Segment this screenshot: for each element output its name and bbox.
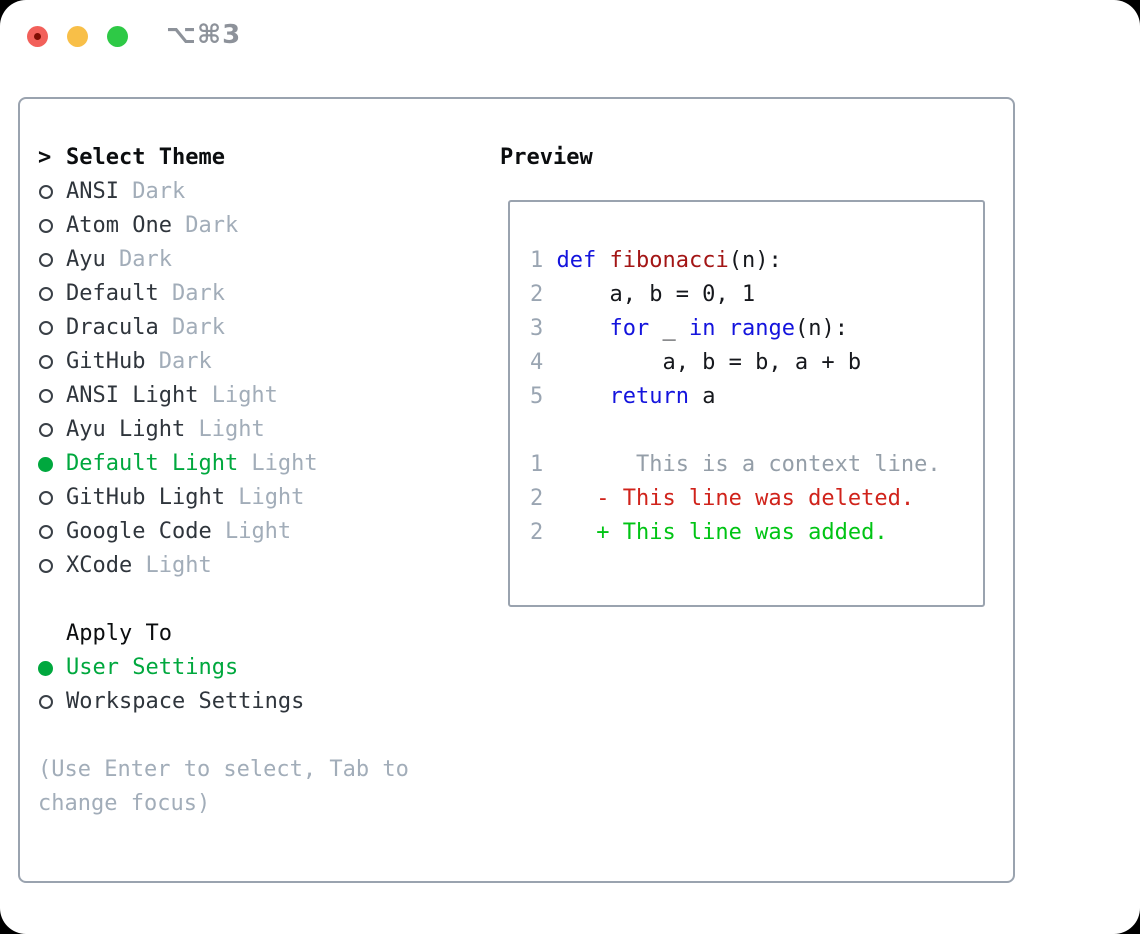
radio-unselected-icon[interactable] [39, 355, 53, 369]
theme-variant: Light [132, 553, 212, 578]
theme-variant: Dark [105, 247, 172, 272]
radio-selected-icon[interactable] [38, 456, 53, 472]
close-button[interactable] [27, 26, 48, 47]
preview-title: Preview [500, 145, 593, 170]
traffic-lights [27, 26, 128, 47]
apply-to-header-row: Apply To [38, 617, 478, 651]
theme-option-xcode[interactable]: XCode Light [38, 549, 478, 583]
theme-option-ayu[interactable]: Ayu Dark [38, 243, 478, 277]
theme-name: GitHub [66, 349, 146, 374]
spacer-row [38, 719, 478, 753]
window-title: ⌥⌘3 [166, 20, 242, 50]
theme-option-default[interactable]: Default Dark [38, 277, 478, 311]
code-line: 5 return a [530, 380, 983, 414]
line-number: 3 [530, 316, 544, 341]
theme-variant: Dark [118, 179, 186, 204]
theme-name: Default Light [66, 451, 239, 476]
theme-name: Dracula [66, 315, 159, 340]
theme-name: ANSI Light [66, 383, 199, 408]
apply-option-workspace-settings[interactable]: Workspace Settings [38, 685, 478, 719]
theme-option-default-light[interactable]: Default Light Light [38, 447, 478, 481]
line-number: 4 [530, 350, 544, 375]
theme-option-dracula[interactable]: Dracula Dark [38, 311, 478, 345]
code-line: 3 for _ in range(n): [530, 312, 983, 346]
radio-unselected-icon[interactable] [39, 389, 53, 403]
minimize-button[interactable] [67, 26, 88, 47]
theme-variant: Light [198, 383, 278, 408]
spacer-row [38, 583, 478, 617]
radio-unselected-icon[interactable] [39, 287, 53, 301]
theme-variant: Dark [158, 315, 225, 340]
theme-name: ANSI [66, 179, 119, 204]
radio-unselected-icon[interactable] [39, 423, 53, 437]
theme-variant: Dark [171, 213, 239, 238]
theme-option-github[interactable]: GitHub Dark [38, 345, 478, 379]
line-number: 2 [530, 486, 544, 511]
theme-variant: Light [224, 485, 305, 510]
theme-variant: Light [238, 451, 318, 476]
zoom-button[interactable] [107, 26, 128, 47]
apply-option-user-settings[interactable]: User Settings [38, 651, 478, 685]
radio-unselected-icon[interactable] [39, 253, 53, 267]
radio-selected-icon[interactable] [38, 660, 53, 676]
code-line: 2 a, b = 0, 1 [530, 278, 983, 312]
theme-variant: Light [211, 519, 292, 544]
theme-option-ayu-light[interactable]: Ayu Light Light [38, 413, 478, 447]
theme-variant: Dark [145, 349, 212, 374]
hint-text: (Use Enter to select, Tab to change focu… [38, 757, 423, 816]
theme-option-google-code[interactable]: Google Code Light [38, 515, 478, 549]
line-number: 1 [530, 248, 544, 273]
radio-unselected-icon[interactable] [39, 695, 53, 709]
diff-line: 2 - This line was deleted. [530, 482, 983, 516]
theme-variant: Light [185, 417, 265, 442]
theme-variant: Dark [158, 281, 225, 306]
radio-unselected-icon[interactable] [39, 219, 53, 233]
apply-option-label: User Settings [66, 655, 239, 680]
line-number: 2 [530, 282, 544, 307]
apply-option-label: Workspace Settings [66, 689, 305, 714]
line-number: 5 [530, 384, 544, 409]
theme-option-github-light[interactable]: GitHub Light Light [38, 481, 478, 515]
theme-name: Ayu [66, 247, 106, 272]
theme-name: GitHub Light [66, 485, 225, 510]
radio-unselected-icon[interactable] [39, 321, 53, 335]
select-theme-title: Select Theme [66, 145, 225, 170]
theme-option-ansi[interactable]: ANSI Dark [38, 175, 478, 209]
apply-to-title: Apply To [66, 621, 172, 646]
code-line: 4 a, b = b, a + b [530, 346, 983, 380]
theme-option-ansi-light[interactable]: ANSI Light Light [38, 379, 478, 413]
theme-name: Atom One [66, 213, 172, 238]
select-theme-header-row: > Select Theme [38, 141, 478, 175]
prompt-icon: > [38, 145, 52, 170]
blank-line [530, 414, 983, 448]
theme-name: Google Code [66, 519, 212, 544]
theme-name: XCode [66, 553, 133, 578]
radio-unselected-icon[interactable] [39, 185, 53, 199]
radio-unselected-icon[interactable] [39, 491, 53, 505]
theme-option-atom-one[interactable]: Atom One Dark [38, 209, 478, 243]
radio-unselected-icon[interactable] [39, 559, 53, 573]
theme-name: Default [66, 281, 159, 306]
diff-line: 2 + This line was added. [530, 516, 983, 550]
theme-name: Ayu Light [66, 417, 186, 442]
radio-unselected-icon[interactable] [39, 525, 53, 539]
line-number: 2 [530, 520, 544, 545]
diff-line: 1 This is a context line. [530, 448, 983, 482]
line-number: 1 [530, 452, 544, 477]
